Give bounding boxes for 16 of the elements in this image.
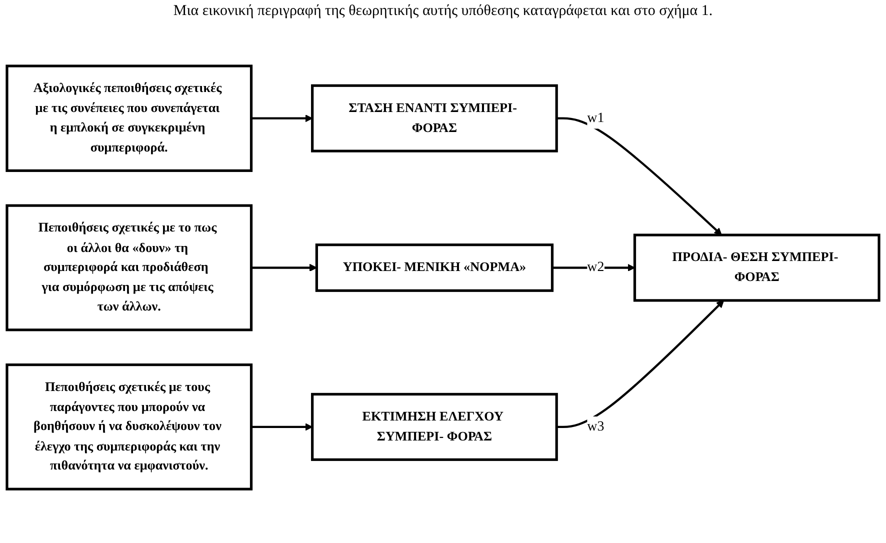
node-box: ΕΚΤΙΜΗΣΗ ΕΛΕΓΧΟΥ ΣΥΜΠΕΡΙ- ΦΟΡΑΣ (311, 392, 558, 461)
node-box: ΥΠΟΚΕΙ- ΜΕΝΙΚΗ «ΝΟΡΜΑ» (315, 243, 554, 292)
edge-label: w1 (587, 110, 604, 126)
node-box: Πεποιθήσεις σχετικές με τους παράγοντες που μπορούν να βοηθήσουν ή να δυσκολέψουν τον έλεγχο της συμπεριφοράς και την πιθανότητα να εμφανιστούν. (6, 363, 253, 490)
arrow (251, 114, 313, 122)
arrow (251, 264, 318, 272)
node-box: Αξιολογικές πεποιθήσεις σχετικές με τις συνέπειες που συνεπάγεται η εμπλοκή σε συγκεκριμένη συμπεριφορά. (6, 64, 253, 172)
edge-label: w2 (587, 260, 604, 275)
edge-label: w3 (587, 419, 604, 434)
node-box: Πεποιθήσεις σχετικές με το πως οι άλλοι θα «δουν» τη συμπεριφορά και προδιάθεση για συμόρφωση με τις απόψεις των άλλων. (6, 204, 253, 332)
node-box: ΣΤΑΣΗ ΕΝΑΝΤΙ ΣΥΜΠΕΡΙ- ΦΟΡΑΣ (311, 84, 558, 152)
node-box: ΠΡΟΔΙΑ- ΘΕΣΗ ΣΥΜΠΕΡΙ- ΦΟΡΑΣ (633, 234, 880, 302)
arrow (556, 117, 722, 236)
arrow (556, 300, 724, 428)
arrow (251, 423, 313, 431)
note-text: Μια εικονική περιγραφή της θεωρητικής αυτής υπόθεσης καταγράφεται και στο σχήμα 1. (173, 3, 713, 20)
